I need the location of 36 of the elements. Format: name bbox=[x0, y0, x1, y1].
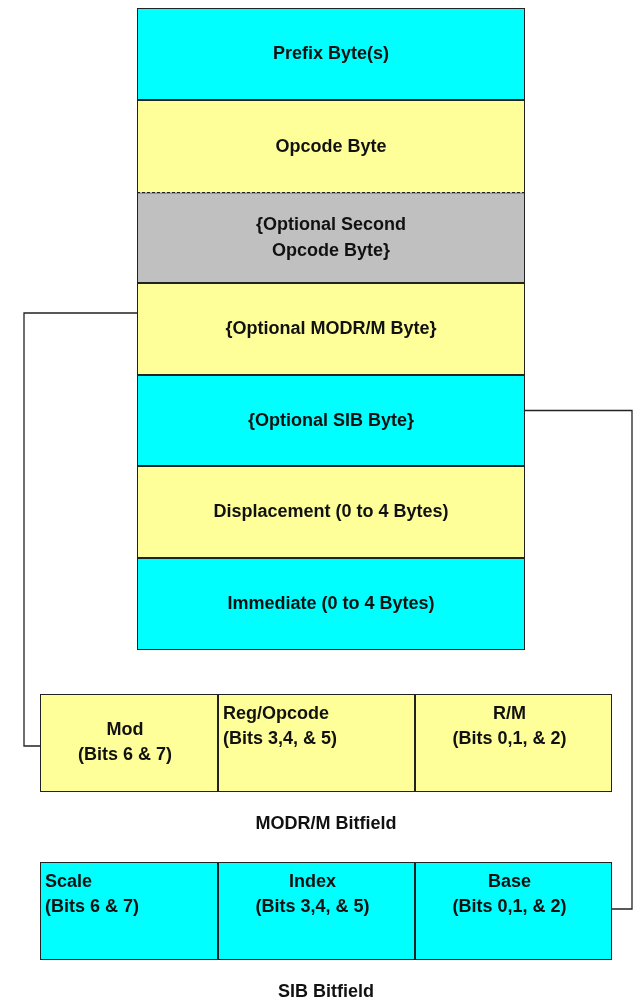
cell-text: R/M bbox=[493, 702, 526, 725]
byte-field-box bbox=[137, 192, 525, 283]
field-label: Opcode Byte bbox=[275, 134, 387, 158]
byte-field-box bbox=[137, 283, 525, 375]
bitfield-caption: SIB Bitfield bbox=[278, 981, 374, 1002]
cell-text: (Bits 6 & 7) bbox=[45, 895, 140, 919]
field-label: {Optional Second Opcode Byte} bbox=[255, 213, 407, 262]
byte-field-box bbox=[137, 558, 525, 650]
cell-text: (Bits 0,1, & 2) bbox=[452, 895, 567, 919]
field-label: {Optional MODR/M Byte} bbox=[225, 317, 437, 341]
cell-text: Mod bbox=[106, 717, 144, 741]
cell-text: (Bits 3,4, & 5) bbox=[223, 727, 338, 751]
field-label: Prefix Byte(s) bbox=[272, 42, 389, 66]
byte-field-box bbox=[137, 375, 525, 466]
cell-text: Index bbox=[289, 870, 336, 893]
bitfield-caption: MODR/M Bitfield bbox=[255, 813, 397, 834]
bitfield-cell bbox=[415, 862, 612, 960]
cell-text: Reg/Opcode bbox=[223, 702, 329, 725]
field-label: {Optional SIB Byte} bbox=[248, 408, 414, 432]
connector-line bbox=[524, 409, 633, 910]
cell-text: (Bits 6 & 7) bbox=[78, 743, 172, 766]
byte-field-box bbox=[137, 100, 525, 192]
bitfield-cell bbox=[40, 862, 218, 960]
bitfield-cell bbox=[415, 694, 612, 792]
cell-text: Base bbox=[488, 870, 531, 893]
connector-line bbox=[23, 312, 138, 747]
byte-field-box bbox=[137, 466, 525, 558]
field-label: Immediate (0 to 4 Bytes) bbox=[227, 592, 435, 616]
bitfield-cell bbox=[218, 694, 415, 792]
cell-text: (Bits 3,4, & 5) bbox=[255, 895, 370, 919]
bitfield-cell bbox=[218, 862, 415, 960]
cell-text: Scale bbox=[45, 870, 93, 893]
bitfield-cell bbox=[40, 694, 218, 792]
byte-field-box bbox=[137, 8, 525, 100]
field-label: Displacement (0 to 4 Bytes) bbox=[213, 500, 449, 524]
cell-text: (Bits 0,1, & 2) bbox=[452, 727, 567, 751]
